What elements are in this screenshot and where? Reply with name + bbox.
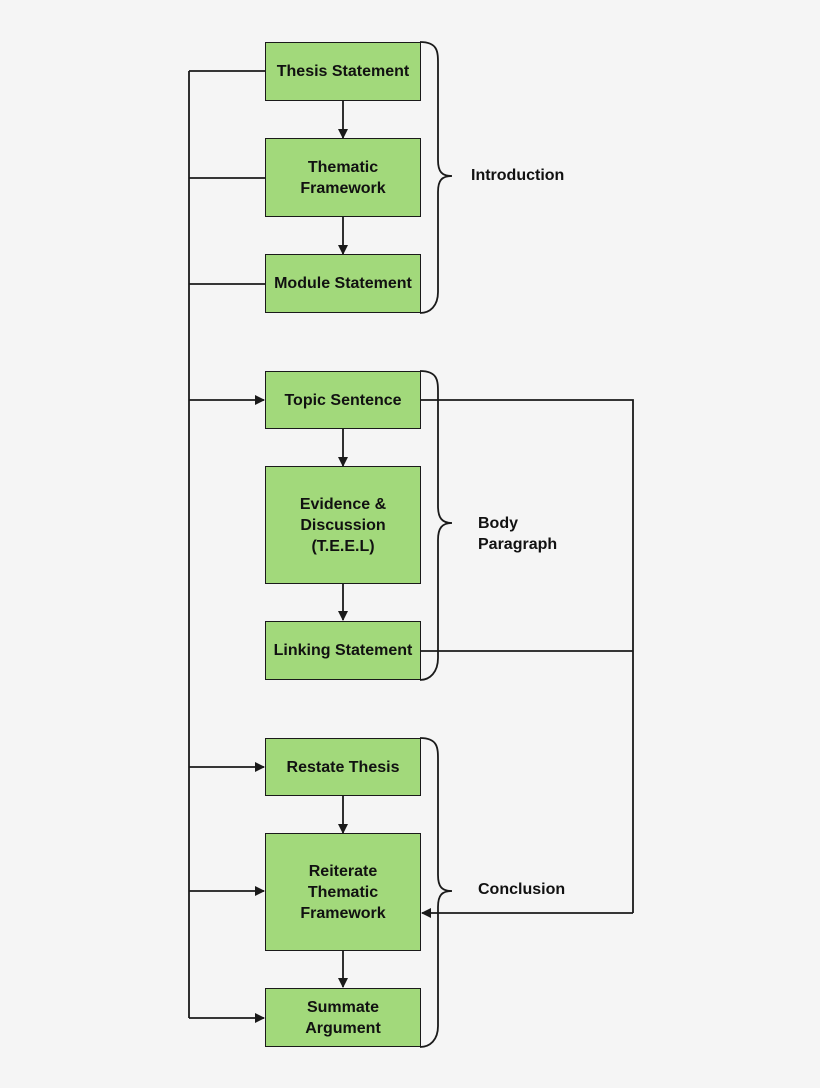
box-module-statement: Module Statement <box>265 254 421 313</box>
brace-conclusion <box>419 737 453 1048</box>
label-introduction: Introduction <box>471 167 565 184</box>
brace-body-paragraph <box>419 370 453 681</box>
box-linking-statement: Linking Statement <box>265 621 421 680</box>
box-reiterate-framework: Reiterate Thematic Framework <box>265 833 421 951</box>
box-evidence-discussion: Evidence & Discussion (T.E.E.L) <box>265 466 421 584</box>
brace-introduction <box>419 41 453 314</box>
label-body-paragraph: Body Paragraph <box>478 515 558 553</box>
box-thesis-statement: Thesis Statement <box>265 42 421 101</box>
box-summate-argument: Summate Argument <box>265 988 421 1047</box>
connector-topic-right <box>420 399 634 913</box>
label-conclusion: Conclusion <box>478 881 566 898</box>
box-thematic-framework: Thematic Framework <box>265 138 421 217</box>
box-topic-sentence: Topic Sentence <box>265 371 421 429</box>
box-restate-thesis: Restate Thesis <box>265 738 421 796</box>
